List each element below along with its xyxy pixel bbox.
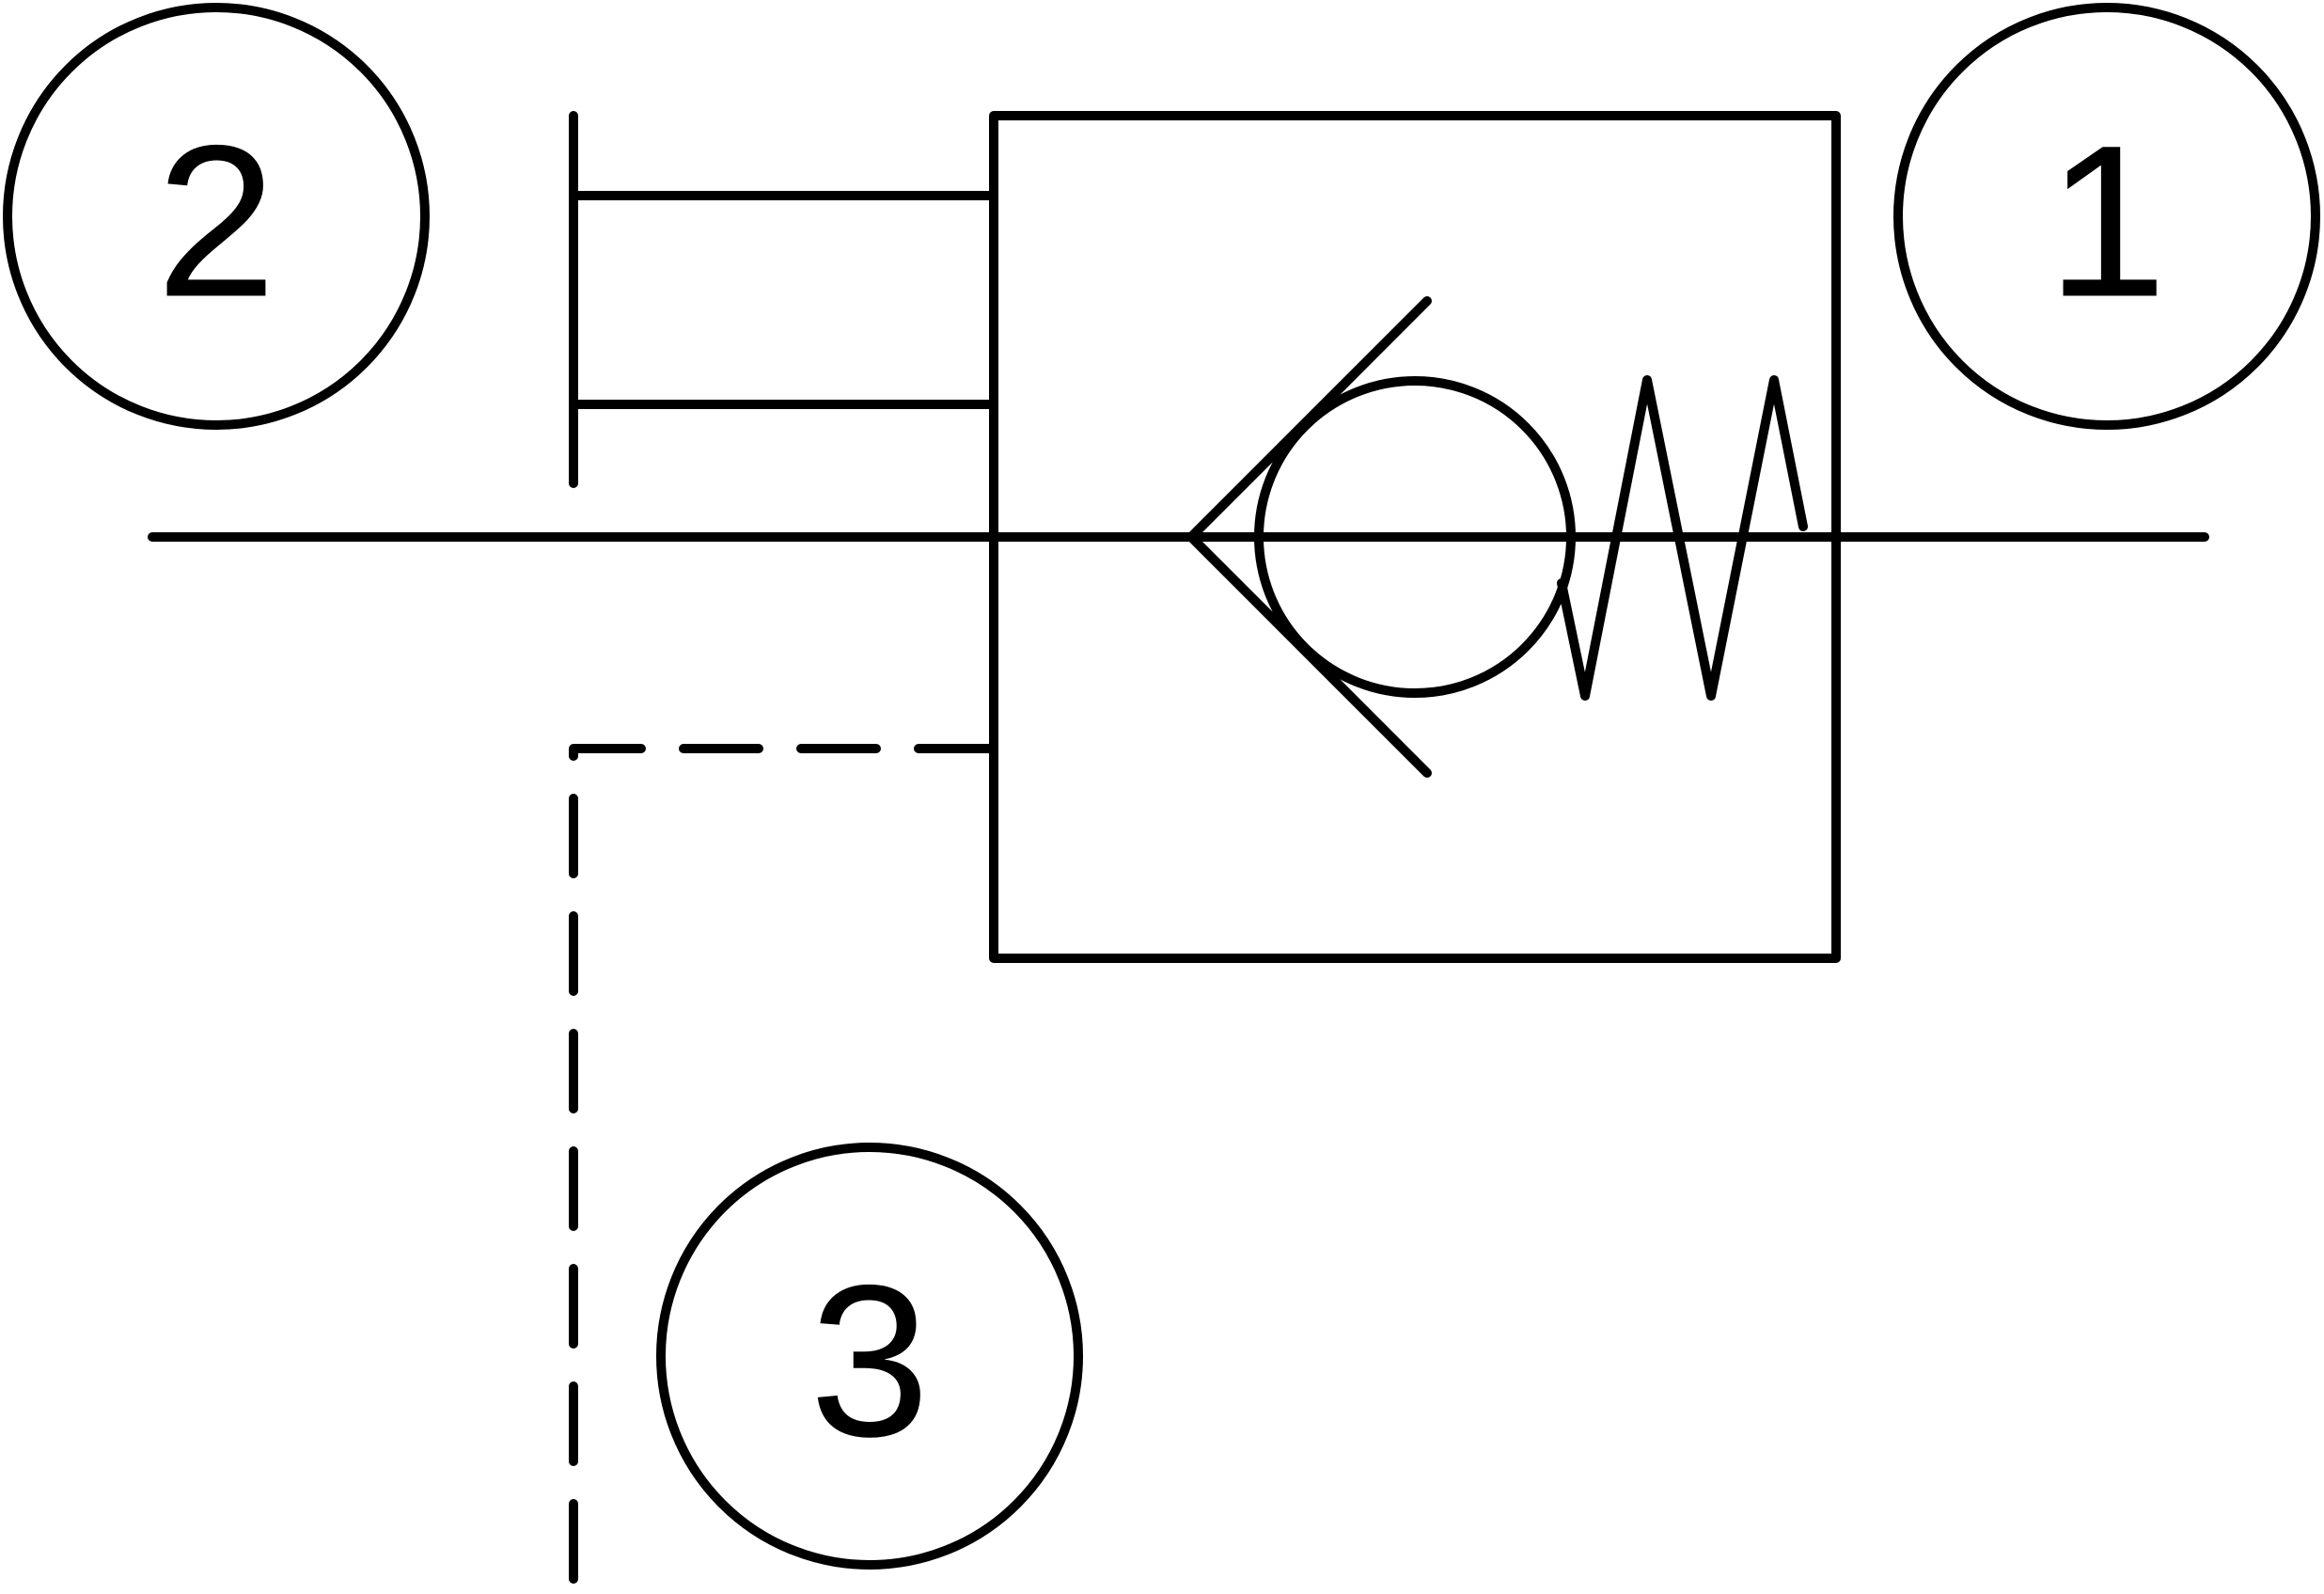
actuator-bracket [569, 111, 998, 488]
port-2-callout: 2 [3, 3, 430, 430]
port-3-label: 3 [809, 1240, 930, 1482]
port-3-callout: 3 [656, 1143, 1083, 1570]
spring [1557, 375, 1808, 701]
port-3-circle [656, 1143, 1083, 1570]
port-1-callout: 1 [1893, 3, 2320, 430]
pilot-line-dashed [569, 744, 998, 1594]
port-2-label: 2 [156, 101, 276, 342]
port-2-circle [3, 3, 430, 430]
check-valve-ball [1254, 376, 1576, 698]
port-1-circle [1893, 3, 2320, 430]
check-valve-seat [1186, 296, 1432, 778]
port-1-label: 1 [2047, 101, 2167, 342]
